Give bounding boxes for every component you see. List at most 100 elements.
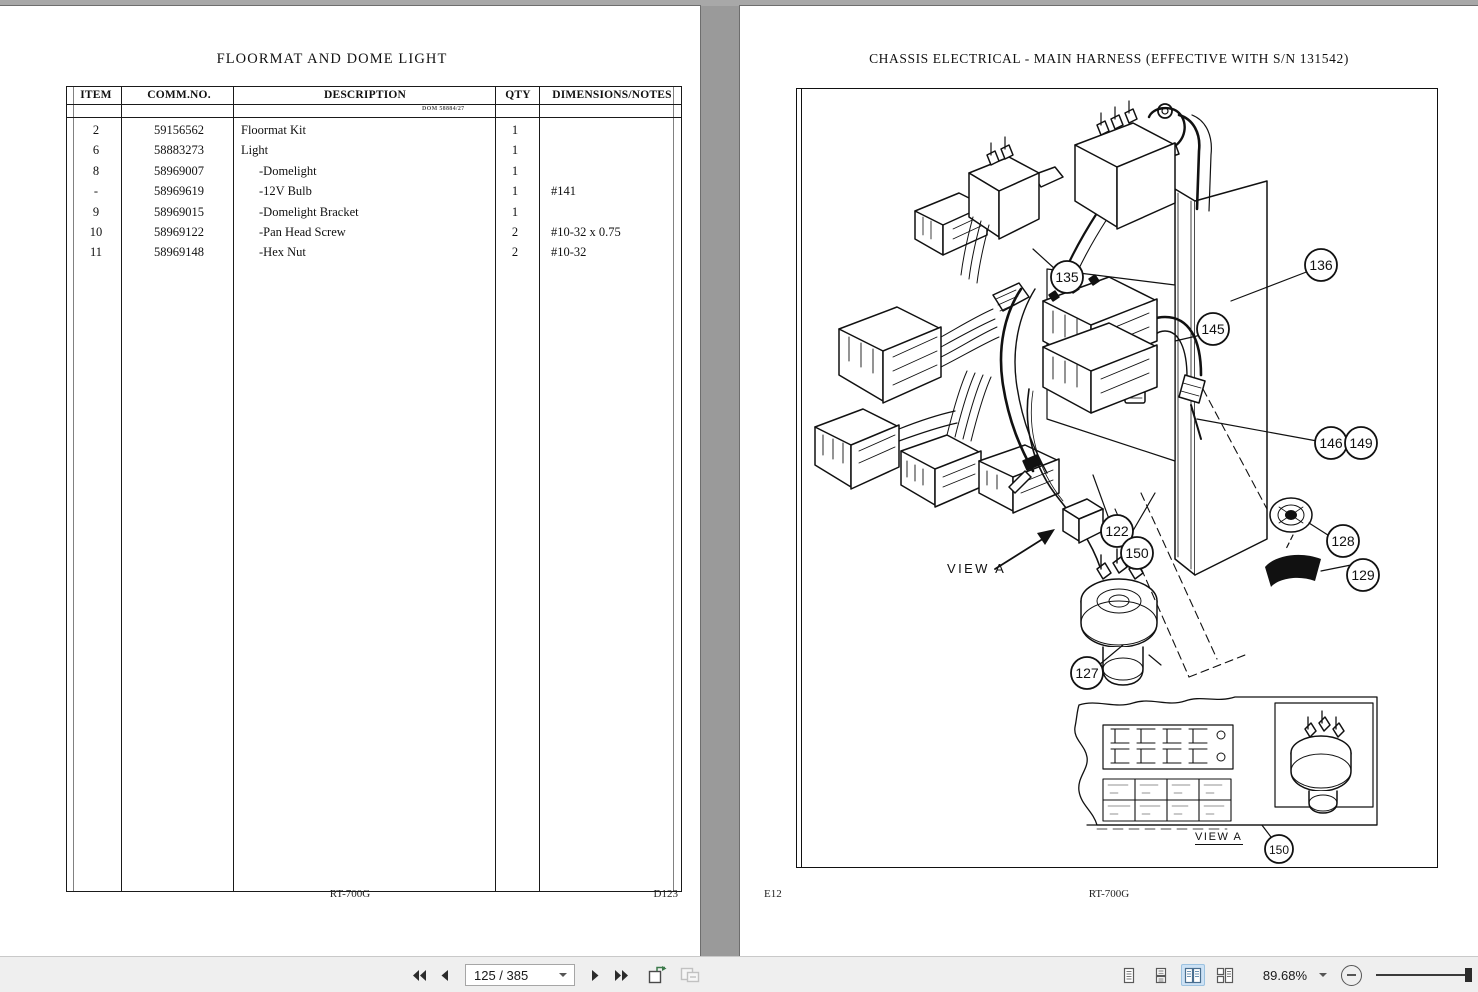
table-col-rule-4 <box>539 87 540 891</box>
cell-dimensions: #10-32 x 0.75 <box>551 225 621 239</box>
column-header-comm-no: COMM.NO. <box>147 89 211 101</box>
column-header-qty: QTY <box>505 89 531 101</box>
callout-145: 145 <box>1196 312 1230 346</box>
view-mode-two-page-continuous[interactable] <box>1213 964 1237 986</box>
cell-qty: 1 <box>511 163 519 178</box>
two-page-continuous-icon <box>1216 967 1234 983</box>
page-navigation-group: 125 / 385 <box>409 957 703 992</box>
viewer-toolbar: 125 / 385 <box>0 956 1478 992</box>
callout-129: 129 <box>1346 558 1380 592</box>
table-row: 2 59156562 Floormat Kit 1 <box>67 123 681 143</box>
page-title-left: FLOORMAT AND DOME LIGHT <box>216 51 448 67</box>
technical-diagram-frame: 145 135 136 146 <box>796 88 1438 868</box>
table-subnote: DOM 58884/27 <box>422 106 465 112</box>
svg-text:150: 150 <box>1125 545 1149 561</box>
view-mode-two-page-facing[interactable] <box>1180 964 1205 986</box>
cell-comm-no: 58969015 <box>154 204 204 219</box>
footer-model-right: RT-700G <box>1088 888 1130 900</box>
continuous-scroll-icon <box>1155 967 1167 983</box>
first-page-button[interactable] <box>409 963 429 987</box>
zoom-slider[interactable] <box>1376 965 1472 985</box>
table-row: - 58969619 -12V Bulb 1 #141 <box>67 184 681 204</box>
wiring-harness-illustration: 145 135 136 146 <box>814 100 1380 864</box>
cell-comm-no: 58969148 <box>154 245 204 260</box>
callout-122: 122 <box>1100 514 1134 548</box>
cell-comm-no: 59156562 <box>154 123 204 137</box>
table-edge-rule-left <box>73 87 74 891</box>
single-page-icon <box>1123 967 1135 983</box>
svg-text:149: 149 <box>1349 435 1373 451</box>
cell-description: -Pan Head Screw <box>259 225 346 239</box>
last-page-icon <box>614 969 628 981</box>
zoom-out-button[interactable] <box>1341 964 1362 986</box>
table-header-row: ITEM COMM.NO. DESCRIPTION QTY DIMENSIONS… <box>67 87 681 104</box>
zoom-slider-track <box>1376 974 1468 976</box>
parts-table: ITEM COMM.NO. DESCRIPTION QTY DIMENSIONS… <box>66 86 682 892</box>
next-view-button[interactable] <box>677 963 703 987</box>
first-page-icon <box>412 969 426 981</box>
column-header-dimensions: DIMENSIONS/NOTES <box>552 89 672 101</box>
previous-page-button[interactable] <box>435 963 455 987</box>
callout-128: 128 <box>1326 524 1360 558</box>
cell-item: - <box>93 184 99 199</box>
previous-page-icon <box>441 969 448 981</box>
svg-text:127: 127 <box>1075 665 1099 681</box>
two-page-facing-icon <box>1184 967 1202 983</box>
zoom-slider-handle[interactable] <box>1465 968 1472 982</box>
last-page-button[interactable] <box>611 963 631 987</box>
cell-description: -12V Bulb <box>259 184 312 199</box>
cell-item: 6 <box>92 143 100 158</box>
cell-description: -Hex Nut <box>259 245 306 260</box>
table-edge-rule-right <box>673 87 674 891</box>
svg-text:145: 145 <box>1201 321 1225 337</box>
minus-icon <box>1347 974 1356 976</box>
zoom-level-value: 89.68% <box>1262 967 1307 983</box>
cell-description: -Domelight Bracket <box>259 204 359 219</box>
cell-qty: 1 <box>511 143 519 158</box>
callout-150-inset: 150 <box>1264 834 1294 864</box>
svg-text:129: 129 <box>1351 567 1375 583</box>
page-left[interactable]: FLOORMAT AND DOME LIGHT ITEM COMM.NO. DE… <box>0 6 700 956</box>
column-header-item: ITEM <box>80 89 112 101</box>
cell-qty: 1 <box>511 184 519 199</box>
view-a-label-inset: VIEW A <box>1195 831 1243 845</box>
next-page-button[interactable] <box>585 963 605 987</box>
next-page-icon <box>592 969 599 981</box>
previous-view-button[interactable] <box>645 963 671 987</box>
cell-item: 2 <box>92 123 100 137</box>
cell-dimensions: #10-32 <box>551 245 587 260</box>
svg-text:135: 135 <box>1055 269 1079 285</box>
cell-qty: 1 <box>511 123 519 137</box>
callout-146: 146 <box>1314 426 1348 460</box>
cell-comm-no: 58883273 <box>154 143 204 158</box>
chevron-down-icon[interactable] <box>559 973 567 977</box>
callout-127: 127 <box>1070 656 1104 690</box>
cell-item: 8 <box>92 163 100 178</box>
cell-dimensions: #141 <box>551 184 576 199</box>
column-header-description: DESCRIPTION <box>323 89 407 101</box>
footer-section-code-right: E12 <box>764 888 782 900</box>
next-view-icon <box>680 967 700 983</box>
table-col-rule-2 <box>233 87 234 891</box>
cell-qty: 2 <box>511 245 519 260</box>
cell-comm-no: 58969619 <box>154 184 204 199</box>
cell-comm-no: 58969122 <box>154 225 204 239</box>
page-number-value: 125 / 385 <box>474 967 529 983</box>
callout-136: 136 <box>1304 248 1338 282</box>
page-right[interactable]: CHASSIS ELECTRICAL - MAIN HARNESS (EFFEC… <box>740 6 1478 956</box>
view-mode-single-page[interactable] <box>1117 964 1141 986</box>
zoom-dropdown-chevron-icon[interactable] <box>1319 973 1327 977</box>
footer-model-left: RT-700G <box>329 888 371 900</box>
document-canvas[interactable]: FLOORMAT AND DOME LIGHT ITEM COMM.NO. DE… <box>0 0 1478 956</box>
cell-description: Floormat Kit <box>241 123 306 137</box>
table-col-rule-3 <box>495 87 496 891</box>
view-mode-continuous-scroll[interactable] <box>1149 964 1173 986</box>
page-number-field[interactable]: 125 / 385 <box>465 964 575 986</box>
cell-item: 10 <box>89 225 103 239</box>
view-a-label-main: VIEW A <box>947 561 1007 576</box>
table-header-rule-bottom <box>67 117 681 118</box>
